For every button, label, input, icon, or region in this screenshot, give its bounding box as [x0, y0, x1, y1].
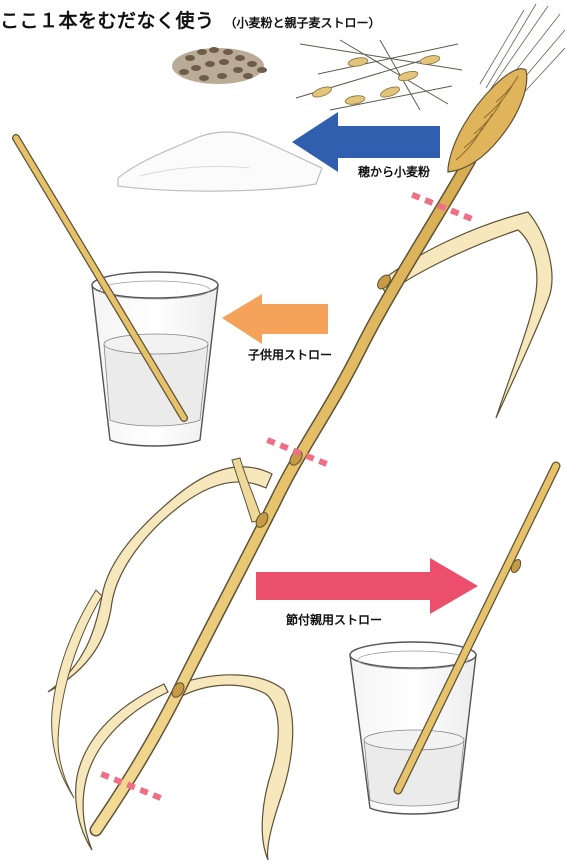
- child-straw-label: 子供用ストロー: [248, 348, 333, 362]
- flour-pile-icon: [117, 131, 323, 192]
- adult-glass: [349, 461, 561, 815]
- wheat-grains-icon: [172, 47, 267, 84]
- child-straw-arrow: [222, 294, 328, 344]
- wheat-ear-icon: [447, 3, 565, 173]
- title-main: ここ１本をむだなく使う: [0, 10, 215, 32]
- wheat-stalks-icon: [295, 39, 463, 111]
- adult-straw-arrow: [256, 558, 478, 614]
- child-glass: [12, 134, 219, 447]
- flour-arrow: [292, 112, 440, 172]
- cut-marks: [100, 191, 473, 801]
- flour-label: 穂から小麦粉: [358, 165, 431, 179]
- adult-straw-label: 節付親用ストロー: [286, 613, 383, 627]
- figure-title: ここ１本をむだなく使う （小麦粉と親子麦ストロー）: [0, 6, 381, 34]
- wheat-plant: [47, 3, 565, 861]
- title-sub: （小麦粉と親子麦ストロー）: [224, 16, 381, 30]
